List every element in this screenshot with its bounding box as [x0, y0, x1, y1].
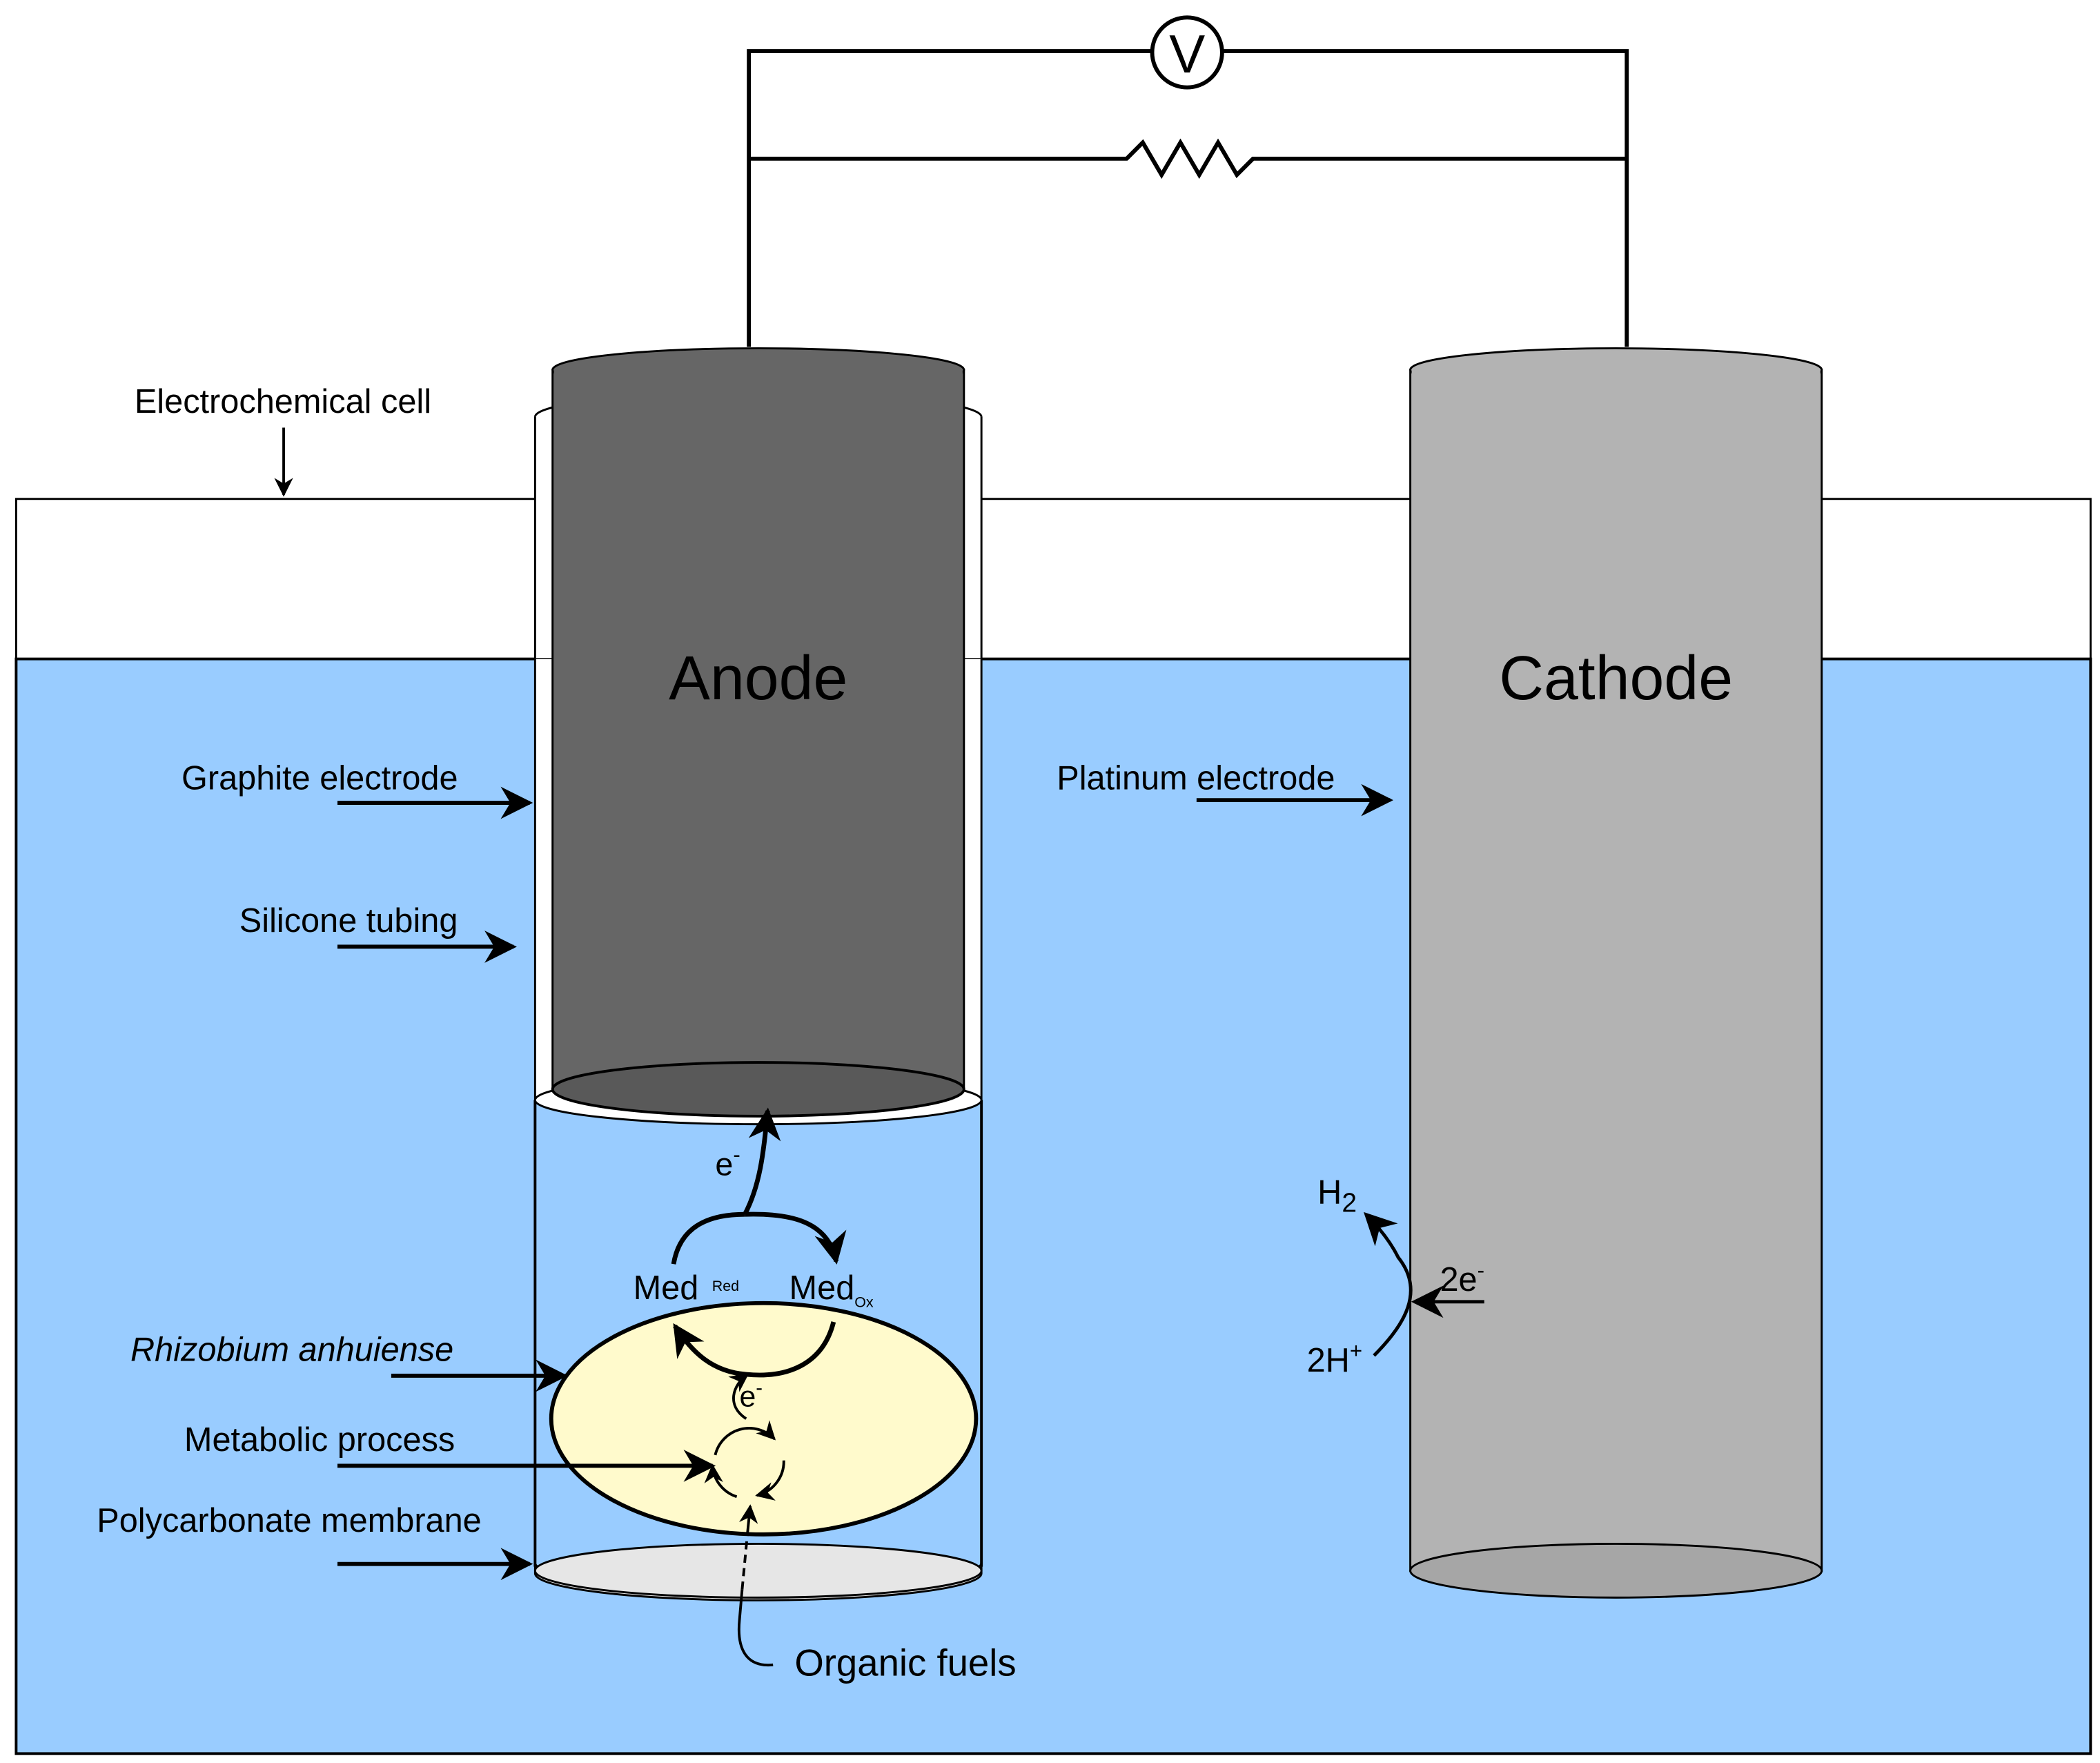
rhizobium-label: Rhizobium anhuiense	[130, 1332, 453, 1369]
metabolic-process-label: Metabolic process	[184, 1421, 455, 1459]
med-ox-label: MedOx	[789, 1269, 874, 1311]
voltmeter-symbol: V	[1169, 23, 1205, 84]
h2-label: H2	[1317, 1174, 1357, 1218]
graphite-electrode-label: Graphite electrode	[181, 760, 458, 797]
voltmeter: V	[1150, 15, 1224, 90]
two-protons-label: 2H+	[1307, 1339, 1362, 1379]
two-electrons-label: 2e-	[1440, 1258, 1484, 1298]
organic-fuels-label: Organic fuels	[794, 1642, 1016, 1684]
label-arrows	[337, 783, 1394, 1581]
organic-fuels-arrow	[737, 1504, 774, 1667]
electron-label-inner: e-	[739, 1377, 763, 1414]
polycarbonate-membrane	[533, 1542, 983, 1601]
external-circuit	[747, 49, 1629, 347]
electrochemical-cell-label: Electrochemical cell	[135, 383, 431, 420]
cathode-reaction-arrows	[1364, 1211, 1484, 1357]
cathode-label: Cathode	[1499, 643, 1733, 712]
platinum-electrode-label: Platinum electrode	[1057, 760, 1335, 797]
inner-electron-arrow	[728, 1373, 749, 1420]
resistor	[1125, 138, 1255, 179]
electron-label-upper: e-	[715, 1142, 740, 1182]
anode-label: Anode	[669, 643, 847, 712]
silicone-tubing-label: Silicone tubing	[239, 902, 458, 939]
polycarbonate-membrane-label: Polycarbonate membrane	[97, 1502, 482, 1539]
anode-electrode	[551, 347, 965, 1118]
bacterium-cell	[549, 1301, 979, 1537]
cathode-electrode	[1409, 347, 1823, 1599]
